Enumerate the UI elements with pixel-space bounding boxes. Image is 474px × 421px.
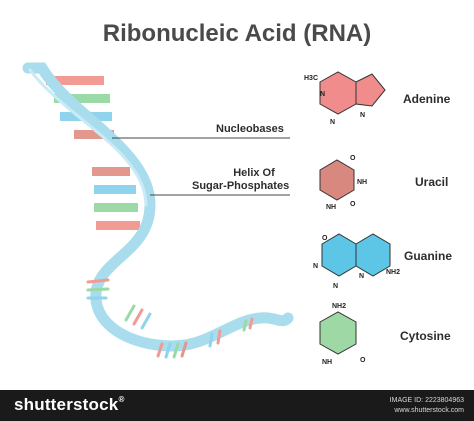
- base-bar: [96, 221, 140, 230]
- adenine-atom: N: [330, 119, 335, 126]
- guanine-atom: N: [313, 263, 318, 270]
- guanine-atom: O: [322, 235, 328, 242]
- helix-label-line2: Sugar-Phosphates: [192, 180, 290, 192]
- uracil-atom: O: [350, 155, 356, 162]
- base-bar: [92, 167, 130, 176]
- tail-strand: [140, 312, 152, 330]
- base-bar: [94, 203, 138, 212]
- logo-text: shutterstock: [14, 395, 119, 414]
- cytosine-structure: NH2 NH O: [319, 303, 366, 366]
- tail-strand: [242, 319, 248, 332]
- tail-strand: [86, 287, 110, 292]
- footer-meta: IMAGE ID: 2223804963 www.shutterstock.co…: [390, 396, 464, 416]
- tail-strand: [132, 308, 144, 326]
- logo-mark: ®: [118, 395, 125, 404]
- base-bar: [54, 94, 110, 103]
- adenine-five-ring: [355, 73, 386, 107]
- adenine-atom: H3C: [304, 75, 318, 82]
- site-url-text: www.shutterstock.com: [394, 407, 464, 414]
- tail-strand: [216, 329, 222, 345]
- tail-strand: [124, 304, 136, 322]
- uracil-label: Uracil: [415, 175, 449, 189]
- tail-strand: [156, 342, 164, 358]
- page-title: Ribonucleic Acid (RNA): [102, 20, 372, 47]
- adenine-structure: H3C N N N: [304, 71, 386, 126]
- uracil-atom: O: [350, 201, 356, 208]
- tail-strand: [86, 278, 110, 284]
- guanine-atom: N: [333, 283, 338, 290]
- base-bar: [46, 76, 104, 85]
- tail-strand: [172, 342, 180, 359]
- cytosine-atom: O: [360, 357, 366, 364]
- image-id-text: IMAGE ID: 2223804963: [389, 397, 464, 404]
- tail-strand: [248, 317, 254, 330]
- guanine-structure: O N N N NH2: [313, 233, 400, 290]
- base-bar: [94, 185, 136, 194]
- cytosine-atom: NH: [322, 359, 332, 366]
- backbone-highlight: [28, 68, 148, 207]
- guanine-atom: NH2: [386, 269, 400, 276]
- cytosine-label: Cytosine: [400, 329, 451, 343]
- uracil-atom: NH: [357, 179, 367, 186]
- cytosine-atom: NH2: [332, 303, 346, 310]
- adenine-atom: N: [320, 91, 325, 98]
- uracil-atom: NH: [326, 204, 336, 211]
- guanine-atom: N: [359, 273, 364, 280]
- guanine-label: Guanine: [404, 249, 453, 263]
- tail-strand: [164, 342, 172, 359]
- uracil-structure: O NH NH O: [319, 155, 367, 211]
- helix-label-line1: Helix Of: [233, 167, 275, 179]
- adenine-six-ring: [319, 71, 357, 115]
- guanine-ring-right: [355, 233, 391, 277]
- sugar-phosphate-backbone: [22, 62, 294, 352]
- footer-bar: shutterstock® IMAGE ID: 2223804963 www.s…: [0, 390, 474, 421]
- adenine-label: Adenine: [403, 92, 451, 106]
- cytosine-ring: [319, 311, 357, 355]
- tail-strands: [86, 278, 254, 359]
- tail-strand: [180, 341, 188, 358]
- tail-strand: [208, 332, 214, 348]
- base-bar: [74, 130, 114, 139]
- rna-illustration: H3C N N N O NH NH O O N N N NH2 NH2 NH: [22, 62, 400, 366]
- footer-logo: shutterstock®: [14, 395, 125, 415]
- rna-infographic: Ribonucleic Acid (RNA): [22, 20, 453, 366]
- uracil-ring: [319, 159, 355, 201]
- nucleobases-label: Nucleobases: [216, 123, 284, 135]
- adenine-atom: N: [360, 112, 365, 119]
